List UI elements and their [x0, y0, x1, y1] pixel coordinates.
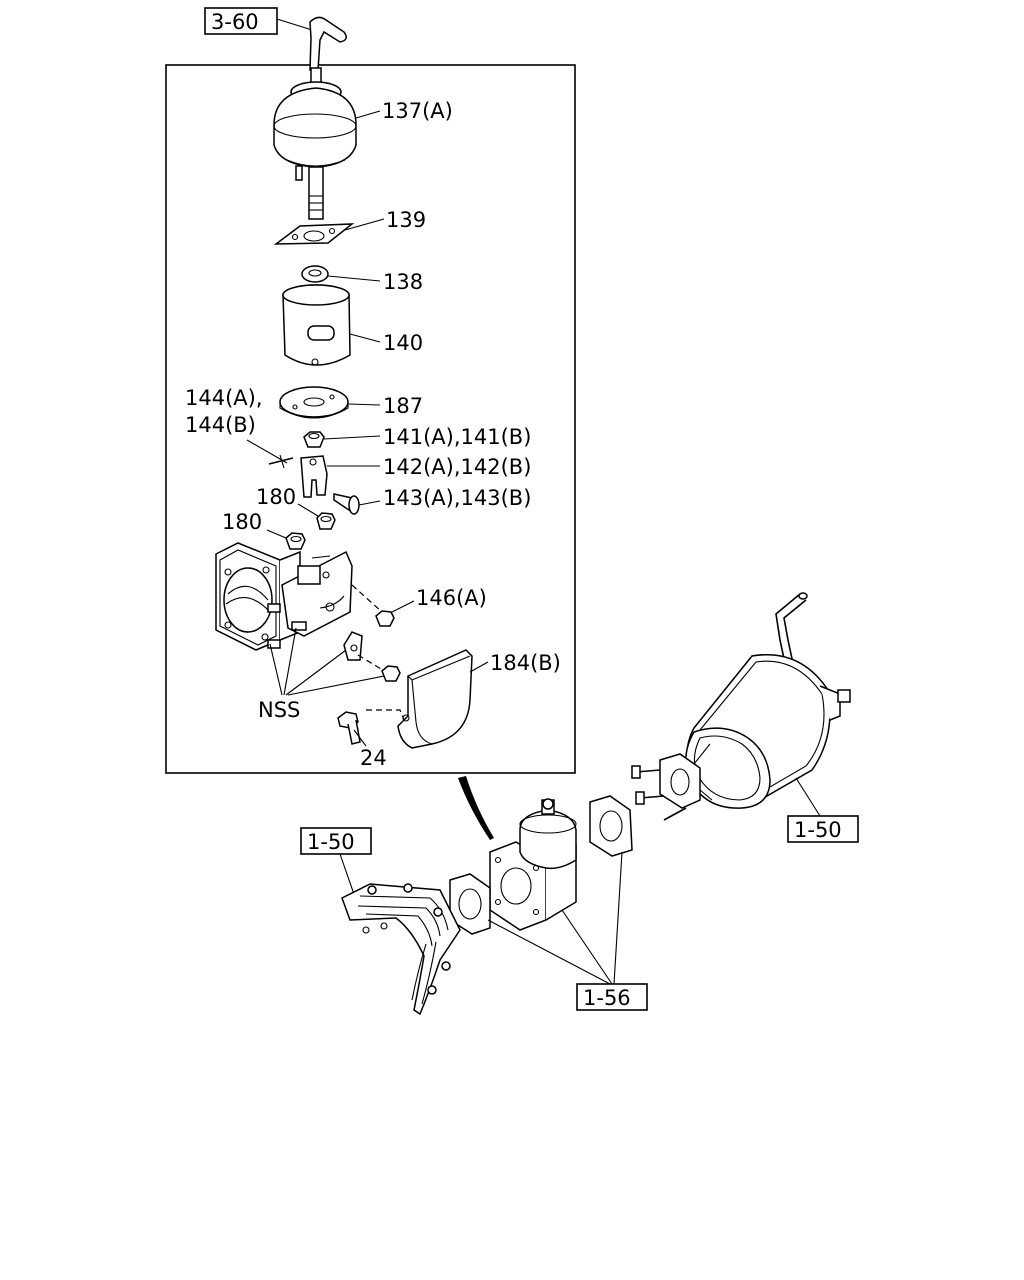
callout-139[interactable]: 139 [386, 208, 426, 232]
part-nss-nut [381, 665, 401, 682]
part-142-clevis [300, 455, 328, 498]
callout-142[interactable]: 142(A),142(B) [383, 455, 531, 479]
part-184-heat-shield [397, 649, 473, 749]
callout-138[interactable]: 138 [383, 270, 423, 294]
detail-pointer-arrow [458, 776, 494, 840]
part-138-seal [301, 265, 329, 283]
part-144-clip [268, 454, 294, 469]
part-180-nut-upper [316, 512, 336, 530]
callout-144b[interactable]: 144(B) [185, 413, 256, 437]
exhaust-brake-valve-body [215, 542, 363, 661]
part-139-gasket [273, 223, 355, 245]
part-141-nut [303, 431, 325, 448]
ref-box-1-56[interactable]: 1-56 [576, 983, 648, 1011]
part-24-bolt [337, 711, 361, 745]
exhaust-pipe-assembly [631, 592, 851, 821]
svg-text:3-60: 3-60 [211, 10, 259, 34]
callout-144a[interactable]: 144(A), [185, 386, 263, 410]
part-187-plate [279, 386, 349, 419]
callout-187[interactable]: 187 [383, 394, 423, 418]
ref-box-3-60[interactable]: 3-60 [204, 7, 278, 35]
part-180-nut-lower [285, 532, 306, 550]
ref-box-1-50-left[interactable]: 1-50 [300, 827, 372, 855]
callout-184[interactable]: 184(B) [490, 651, 561, 675]
callout-141[interactable]: 141(A),141(B) [383, 425, 531, 449]
callout-180-lower[interactable]: 180 [222, 510, 262, 534]
callout-146[interactable]: 146(A) [416, 586, 487, 610]
part-137-actuator [273, 67, 357, 220]
callout-180-upper[interactable]: 180 [256, 485, 296, 509]
ref-box-1-50-right[interactable]: 1-50 [787, 815, 859, 843]
svg-text:1-56: 1-56 [583, 986, 631, 1010]
vacuum-hose [309, 16, 347, 71]
exhaust-manifold [341, 883, 461, 1016]
callout-143[interactable]: 143(A),143(B) [383, 486, 531, 510]
assembled-valve [489, 798, 577, 931]
gasket-right [589, 795, 633, 857]
callout-140[interactable]: 140 [383, 331, 423, 355]
detail-frame [165, 64, 576, 774]
callout-137[interactable]: 137(A) [382, 99, 453, 123]
svg-text:1-50: 1-50 [794, 818, 842, 842]
callout-24[interactable]: 24 [360, 746, 387, 770]
part-146-nut [375, 610, 395, 627]
part-143-pin [333, 493, 360, 515]
svg-text:1-50: 1-50 [307, 830, 355, 854]
callout-nss[interactable]: NSS [258, 698, 300, 722]
part-140-cover [282, 284, 351, 366]
